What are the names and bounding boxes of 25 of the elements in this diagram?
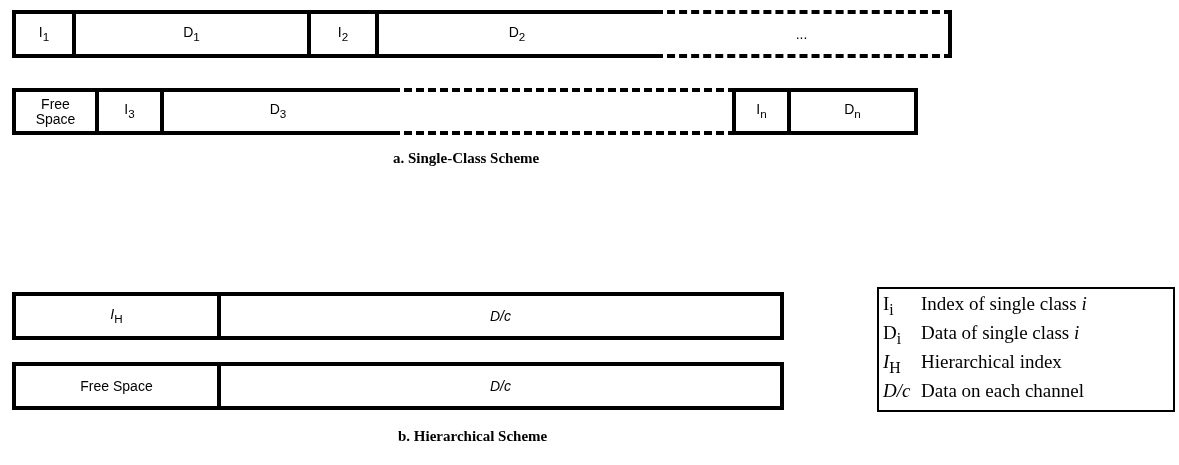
legend-symbol: D$_{i}$ (883, 322, 902, 349)
segment-label: I$_{2}$ (337, 24, 349, 44)
legend-description: Hierarchical index (921, 351, 1062, 373)
segment-label: I$_{3}$ (124, 102, 135, 121)
scheme-caption: a. Single-Class Scheme (393, 150, 540, 167)
scheme-caption: b. Hierarchical Scheme (398, 428, 548, 445)
legend-symbol: I$_{H}$ (883, 351, 901, 378)
segment-label: I$_{1}$ (38, 24, 50, 44)
segment-label: I$_{n}$ (756, 102, 767, 121)
segment-label: D$_{n}$ (844, 102, 861, 121)
segment-label: Free Space (80, 378, 153, 394)
legend-symbol: D/c (883, 380, 911, 402)
segment-label: D$_{3}$ (269, 102, 287, 121)
legend-description: Data on each channel (921, 380, 1084, 402)
segment-label: D$_{2}$ (508, 24, 526, 44)
legend-description: Index of single class i (921, 293, 1087, 315)
segment-label: ... (795, 26, 808, 42)
segment-label: D/c (490, 378, 511, 394)
legend-symbol: I$_{i}$ (883, 293, 894, 320)
segment-label: Free Space (34, 96, 77, 127)
dashed-segment (655, 10, 952, 58)
segment-label: D/c (490, 308, 511, 324)
legend-description: Data of single class i (921, 322, 1080, 344)
segment-label: I$_{H}$ (110, 306, 123, 326)
segment-label: D$_{1}$ (183, 24, 200, 44)
